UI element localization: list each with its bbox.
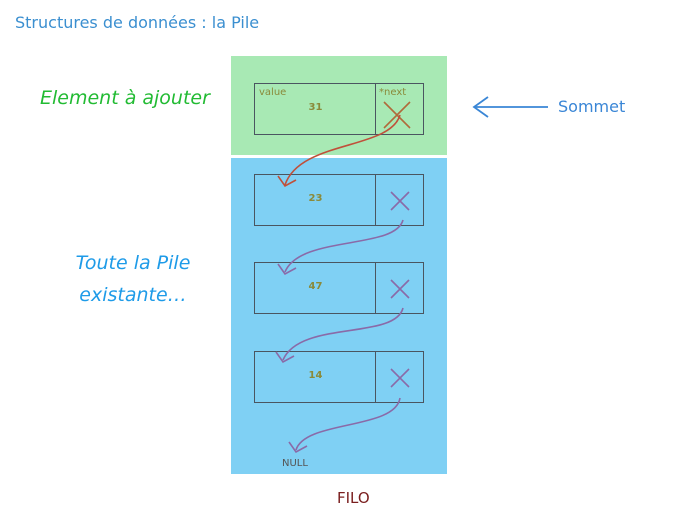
link-arrow-14-to-null	[295, 397, 401, 451]
stack-node-value-cell	[255, 263, 376, 313]
element-to-add-label: Element à ajouter	[40, 87, 210, 109]
link-arrow-head-icon	[288, 441, 308, 454]
new-element-area	[231, 56, 447, 155]
stack-node-value-cell	[255, 175, 376, 225]
null-label: NULL	[282, 458, 308, 469]
filo-label: FILO	[337, 489, 370, 507]
existing-stack-label-line1: Toute la Pile	[75, 252, 191, 274]
stack-node-value: 47	[308, 281, 323, 292]
link-arrow-top-to-23	[284, 114, 401, 186]
stack-node-value: 14	[308, 370, 323, 381]
link-arrow-head-icon	[277, 263, 297, 276]
stack-node-value: 23	[308, 193, 323, 204]
page-title: Structures de données : la Pile	[15, 13, 260, 32]
top-node: value *next 31	[254, 83, 424, 135]
top-node-value: 31	[308, 102, 323, 113]
stack-node: 47	[254, 262, 424, 314]
stack-node-3-next-x-icon	[390, 368, 410, 388]
stack-node-1-next-x-icon	[390, 191, 410, 211]
link-arrow-47-to-14	[282, 307, 404, 361]
value-field-label: value	[259, 87, 287, 98]
stack-node: 23	[254, 174, 424, 226]
stack-node-value-cell	[255, 352, 376, 402]
stack-node: 14	[254, 351, 424, 403]
existing-stack-label: Toute la Pile existante…	[58, 247, 208, 311]
sommet-arrow-icon	[472, 96, 548, 118]
existing-stack-label-line2: existante…	[79, 284, 187, 306]
next-field-label: *next	[379, 87, 407, 98]
stack-area	[231, 158, 447, 474]
sommet-label: Sommet	[558, 97, 626, 116]
top-node-next-x-icon	[383, 101, 411, 129]
link-arrow-head-icon	[277, 175, 297, 188]
stack-node-2-next-x-icon	[390, 279, 410, 299]
link-arrow-head-icon	[275, 351, 295, 364]
top-node-value-cell	[255, 84, 376, 134]
link-arrow-23-to-47	[284, 219, 404, 273]
